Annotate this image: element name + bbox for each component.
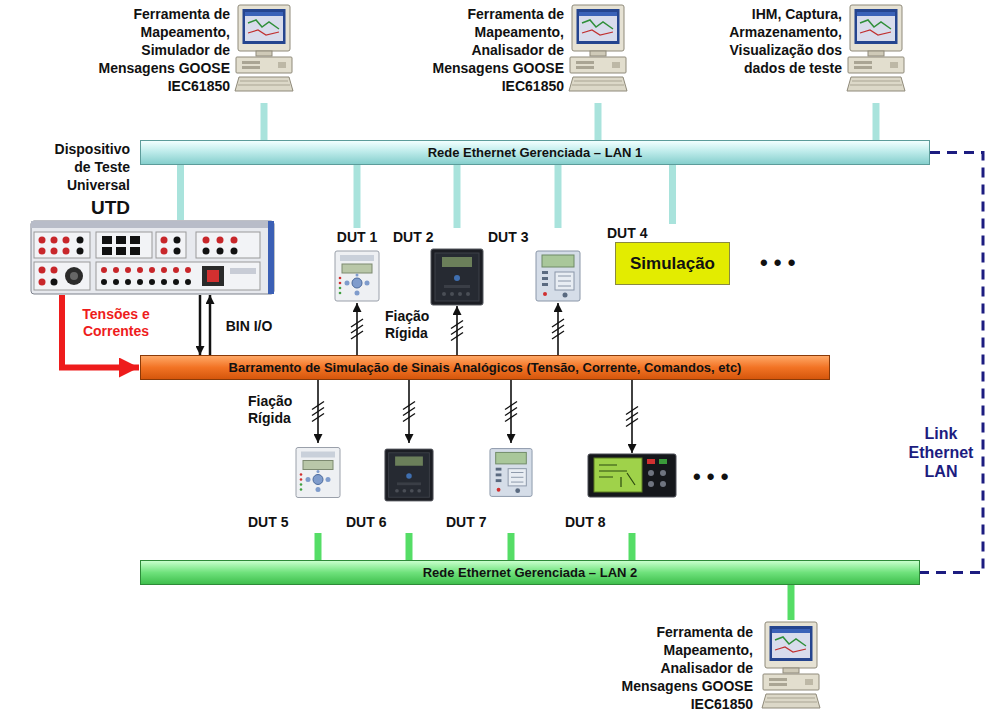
ellipsis: • • • [693, 464, 763, 490]
connector [632, 533, 633, 560]
wire-hatch [505, 414, 517, 422]
connector [626, 380, 638, 453]
connector [312, 380, 324, 443]
relay-node: DUT 5 [248, 443, 343, 533]
device-icon [761, 620, 821, 712]
device-icon [535, 250, 581, 302]
device-icon [846, 3, 906, 95]
wire-hatch [312, 414, 324, 422]
connector [791, 585, 792, 620]
connector [672, 165, 673, 224]
node-label: DUT 8 [565, 513, 615, 531]
wire-hatch [626, 419, 638, 427]
wire-hatch [451, 333, 463, 341]
device-icon [234, 3, 294, 95]
relay-node: DUT 3 [488, 228, 583, 303]
relay-node: DUT 6 [346, 443, 436, 533]
connector [409, 533, 410, 560]
node-label: Dispositivo de Teste Universal [42, 140, 130, 194]
bar-label: Rede Ethernet Gerenciada – LAN 2 [423, 565, 638, 580]
computer-node: Ferramenta de Mapeamento, Analisador de … [414, 3, 630, 103]
device-icon [587, 453, 677, 498]
connector [876, 103, 877, 140]
connector [264, 103, 265, 140]
connector [351, 303, 363, 355]
node-label: DUT 2 [393, 228, 441, 246]
device-icon [334, 250, 380, 302]
connector [357, 165, 358, 228]
computer-node: IHM, Captura, Armazenamento, Visualizaçã… [692, 3, 908, 103]
connector [598, 103, 599, 140]
node-label: DUT 4 [607, 224, 662, 242]
bar-label: Rede Ethernet Gerenciada – LAN 1 [428, 145, 643, 160]
device-icon [295, 445, 341, 500]
connector [552, 303, 564, 355]
node-label: DUT 3 [488, 228, 536, 246]
simulation-node: Simulação DUT 4 [605, 224, 733, 286]
computer-node: Ferramenta de Mapeamento, Analisador de … [603, 620, 823, 714]
test-device: Dispositivo de Teste UniversalUTD [5, 140, 277, 297]
relay-node: DUT 2 [393, 228, 485, 306]
wiring-label: Fiação Rígida [248, 393, 304, 427]
connector [920, 153, 983, 573]
bar-label: Barramento de Simulação de Sinais Analóg… [229, 360, 742, 375]
device-icon [30, 220, 275, 295]
node-label: DUT 1 [328, 228, 386, 246]
ethernet-bar: Rede Ethernet Gerenciada – LAN 1 [140, 140, 930, 165]
node-label: Ferramenta de Mapeamento, Analisador de … [603, 623, 753, 713]
relay-node: DUT 1 [328, 228, 386, 303]
signal-bus: Barramento de Simulação de Sinais Analóg… [140, 355, 830, 380]
node-label: DUT 5 [248, 513, 298, 531]
device-icon [568, 3, 628, 95]
connector [558, 165, 559, 228]
connector [200, 295, 210, 355]
device-icon [430, 248, 484, 306]
device-name: UTD [42, 197, 130, 219]
node-label: Ferramenta de Mapeamento, Analisador de … [414, 5, 564, 95]
connector [505, 380, 517, 443]
link-label: Link Ethernet LAN [904, 424, 978, 481]
ellipsis: • • • [760, 250, 830, 276]
node-label: IHM, Captura, Armazenamento, Visualizaçã… [692, 5, 842, 77]
simulation-label: Simulação [630, 254, 715, 274]
node-label: Ferramenta de Mapeamento, Simulador de M… [80, 5, 230, 95]
connector [318, 533, 319, 560]
relay-node: DUT 7 [446, 443, 536, 533]
signal-label: BIN I/O [218, 318, 280, 335]
wire-hatch [403, 414, 415, 422]
connector [180, 165, 181, 220]
wire-hatch [351, 331, 363, 339]
simulation-box: Simulação [615, 242, 730, 285]
signal-label: Tensões e Correntes [70, 306, 162, 340]
wiring-label: Fiação Rígida [385, 308, 441, 342]
device-icon [384, 445, 434, 505]
node-label: DUT 6 [346, 513, 396, 531]
relay-node: DUT 8 [565, 453, 677, 533]
connector [457, 165, 458, 228]
wire-hatch [552, 331, 564, 339]
ethernet-bar: Rede Ethernet Gerenciada – LAN 2 [140, 560, 920, 585]
device-icon [489, 445, 533, 500]
connector [403, 380, 415, 443]
computer-node: Ferramenta de Mapeamento, Simulador de M… [80, 3, 294, 103]
connector [511, 533, 512, 560]
connector [451, 306, 463, 355]
node-label: DUT 7 [446, 513, 496, 531]
